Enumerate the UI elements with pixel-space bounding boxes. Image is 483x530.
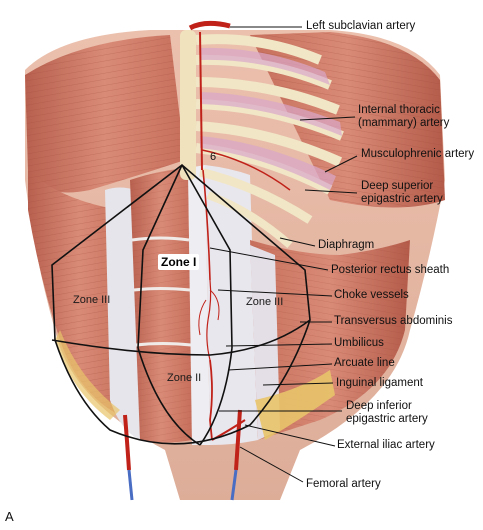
zone-3-right-label: Zone III <box>246 296 284 308</box>
subclavian-artery <box>188 20 231 31</box>
inguinal-fat <box>255 370 335 440</box>
rib-cage <box>180 30 344 249</box>
label-external-iliac-artery: External iliac artery <box>337 439 435 451</box>
label-arcuate-line: Arcuate line <box>334 357 395 369</box>
panel-letter: A <box>5 509 14 524</box>
label-internal-thoracic-artery: Internal thoracic(mammary) artery <box>358 104 450 129</box>
label-choke-vessels: Choke vessels <box>334 289 409 301</box>
label-musculophrenic-artery: Musculophrenic artery <box>361 148 475 160</box>
label-transversus-abdominis: Transversus abdominis <box>334 315 453 327</box>
label-femoral-artery: Femoral artery <box>306 478 381 490</box>
label-posterior-rectus-sheath: Posterior rectus sheath <box>331 264 450 276</box>
leader-lines <box>209 26 358 483</box>
label-diaphragm: Diaphragm <box>318 239 375 251</box>
zone-1-label: Zone I <box>158 254 200 270</box>
zone-2-label: Zone II <box>167 372 202 384</box>
zone-boundaries <box>51 163 311 446</box>
zone-3-left-label: Zone III <box>73 294 111 306</box>
linea-alba <box>188 165 210 445</box>
label-umbilicus: Umbilicus <box>334 337 384 349</box>
label-left-subclavian-artery: Left subclavian artery <box>306 20 416 32</box>
label-inguinal-ligament: Inguinal ligament <box>336 377 423 389</box>
left-aponeurosis <box>105 187 140 440</box>
rib-number-label: 6 <box>210 151 217 163</box>
